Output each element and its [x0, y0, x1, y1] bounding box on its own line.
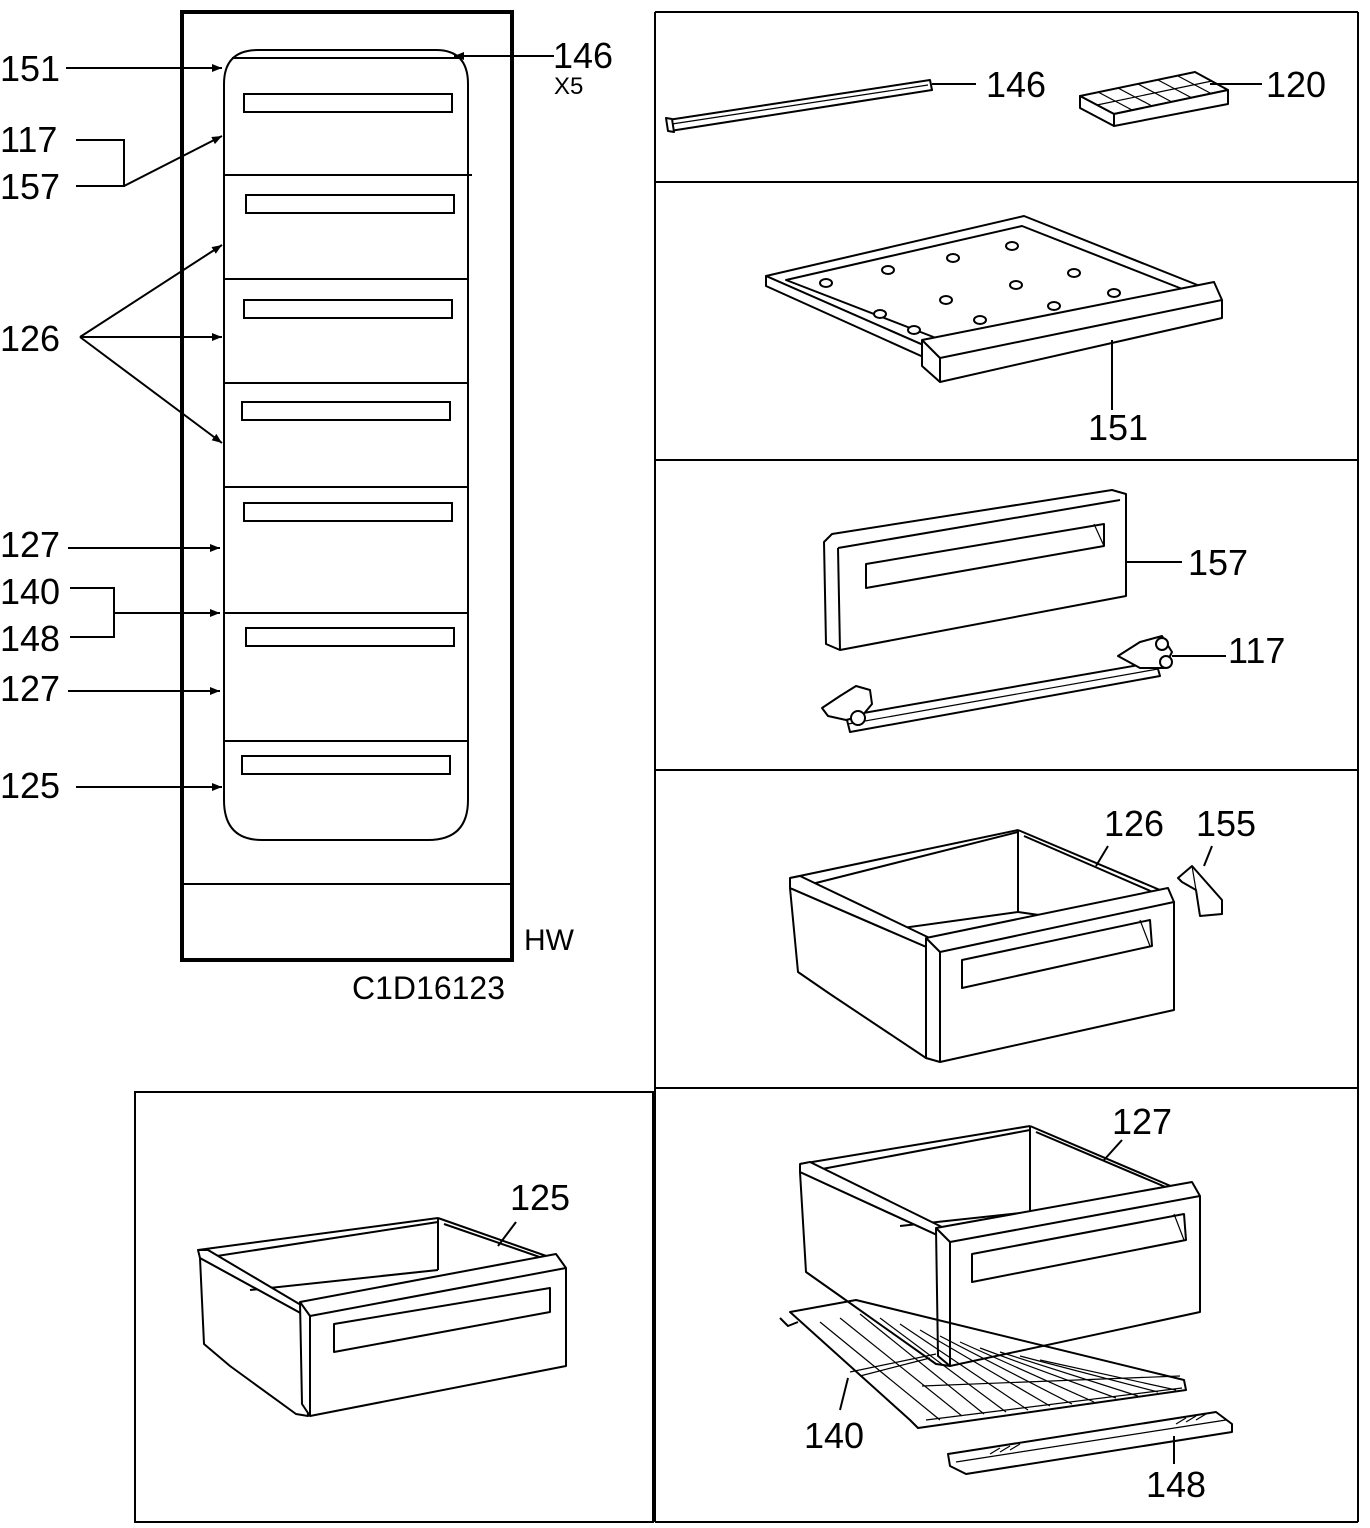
wire-grid-140: [779, 1299, 1187, 1429]
drawer-handle-5: [243, 502, 453, 522]
callout-126: 126: [0, 318, 60, 359]
callout-117: 117: [0, 119, 57, 160]
drawer-stack-outline: [223, 49, 469, 841]
callout-151: 151: [0, 48, 60, 89]
drawer-handle-4: [241, 401, 451, 421]
callout-126-drawer: 126: [1104, 803, 1164, 844]
panel-frames: [134, 11, 1359, 1523]
callout-148-strip: 148: [1146, 1464, 1206, 1505]
callout-125: 125: [0, 765, 60, 806]
drawer-handle-3: [243, 299, 453, 319]
callout-151-shelf: 151: [1088, 407, 1148, 448]
callout-157-front: 157: [1188, 542, 1248, 583]
panel-front-157-117: 157 117: [821, 489, 1285, 733]
strip-148: [947, 1411, 1233, 1475]
panel-drawer-126: 126 155: [789, 803, 1256, 1063]
drawer-127: [799, 1125, 1201, 1367]
freezer-cabinet: [180, 10, 514, 962]
callout-127-drawer: 127: [1112, 1101, 1172, 1142]
callout-120: 120: [1266, 64, 1326, 105]
drawer-front-157: [823, 489, 1127, 651]
callout-148: 148: [0, 618, 60, 659]
drawer-125: [197, 1217, 567, 1417]
callout-127-lower: 127: [0, 668, 60, 709]
panel-drawer-125-frame: [134, 1091, 654, 1523]
callout-146: 146: [553, 35, 613, 76]
callout-140-grid: 140: [804, 1415, 864, 1456]
ice-tray-120: [1079, 71, 1229, 127]
handle-bar-117: [821, 635, 1173, 733]
label-hw: HW: [524, 924, 575, 957]
shelf-pegs: [819, 241, 1121, 335]
drawer-handle-2: [245, 194, 455, 214]
panel-shelf-151: 151: [765, 215, 1223, 448]
drawer-handle-6: [245, 627, 455, 647]
panel-drawer-127: 127 140: [779, 1101, 1233, 1505]
callout-146-rail: 146: [986, 64, 1046, 105]
drawer-126: [789, 829, 1175, 1063]
callout-155: 155: [1196, 803, 1256, 844]
clip-155: [1177, 865, 1223, 917]
drawer-handle-1: [243, 93, 453, 113]
shelf-151: [765, 215, 1223, 383]
callout-117-bar: 117: [1228, 630, 1285, 671]
panel-drawer-125: 125: [197, 1177, 570, 1417]
drawer-handle-7: [241, 755, 451, 775]
callout-125-drawer: 125: [510, 1177, 570, 1218]
callout-157: 157: [0, 166, 60, 207]
callout-127-upper: 127: [0, 524, 60, 565]
callout-x5: X5: [554, 73, 583, 100]
freezer-overview: 151 146 X5 117 157 126 127 140 148 127 1…: [0, 10, 613, 1006]
callout-140: 140: [0, 571, 60, 612]
rail-146: [665, 79, 933, 133]
figure-code: C1D16123: [352, 970, 505, 1006]
panel-rail-icetray: 146 120: [665, 64, 1326, 133]
